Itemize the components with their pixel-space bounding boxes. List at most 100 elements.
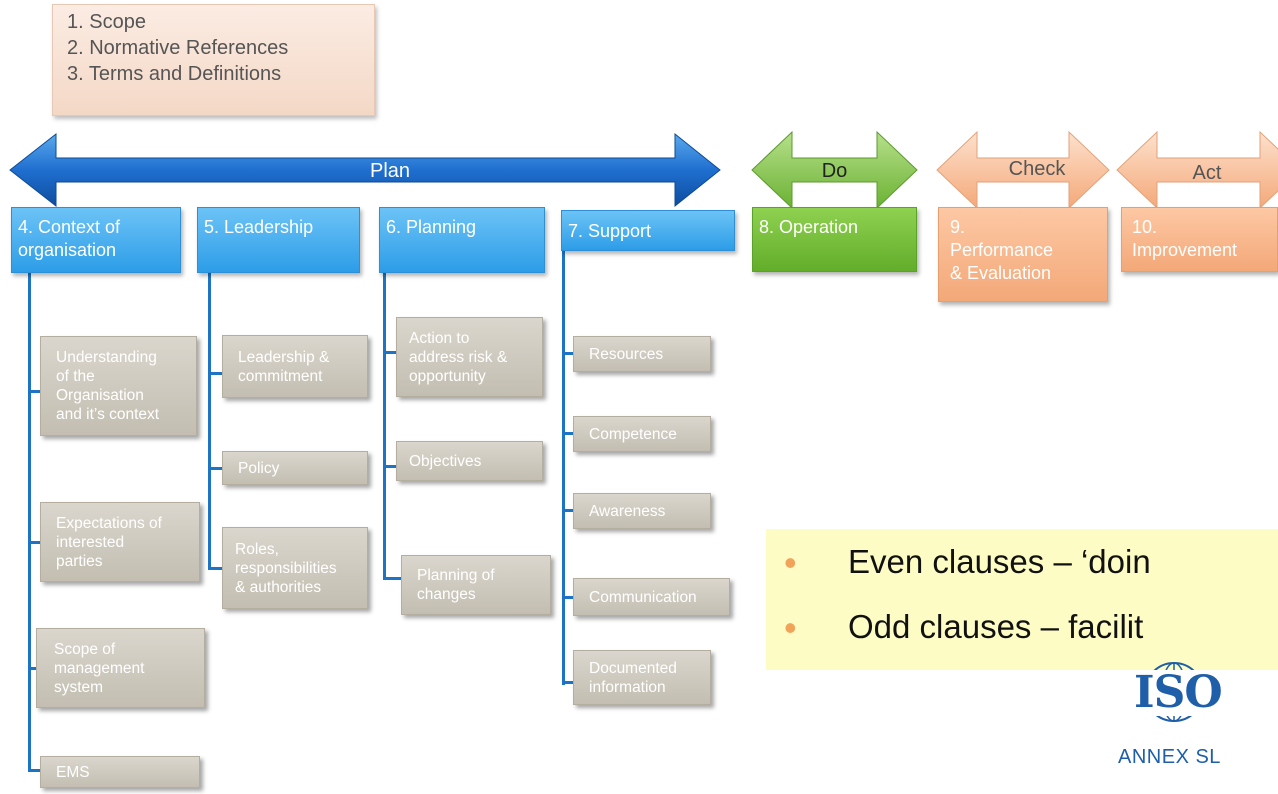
- context-connector-4: [28, 769, 42, 772]
- sub-line: opportunity: [409, 367, 486, 385]
- sub-line: and it’s context: [56, 406, 160, 423]
- bullet-icon: •: [784, 542, 797, 583]
- leadership-connector-2: [208, 467, 224, 470]
- sub-resources: Resources: [573, 336, 711, 372]
- iso-annex-sl-logo: ISO ANNEX SL: [1110, 660, 1240, 772]
- sub-line: Understanding: [56, 349, 157, 366]
- do-arrow-label: Do: [821, 160, 848, 182]
- sub-leadership-commitment: Leadership & commitment: [222, 335, 368, 398]
- sub-line: address risk &: [409, 348, 508, 366]
- sub-line: of the: [56, 368, 95, 385]
- support-connector-1: [562, 352, 574, 355]
- clause-7-label: 7. Support: [568, 221, 652, 241]
- sub-line: Organisation: [56, 387, 144, 404]
- sub-expectations-interested-parties: Expectations of interested parties: [40, 502, 200, 582]
- sub-policy: Policy: [222, 451, 368, 485]
- callout-even-clauses: Even clauses – ‘doin: [848, 543, 1151, 580]
- clause-9-line-3: & Evaluation: [950, 263, 1052, 283]
- sub-roles-responsibilities: Roles, responsibilities & authorities: [222, 527, 368, 609]
- sub-competence: Competence: [573, 416, 711, 452]
- sub-ems: EMS: [40, 756, 200, 788]
- bullet-icon: •: [784, 607, 797, 648]
- sub-line: responsibilities: [235, 559, 337, 577]
- sub-communication: Communication: [573, 578, 730, 616]
- sub-line: parties: [56, 552, 103, 570]
- clause-9-performance-evaluation: 9. Performance & Evaluation: [938, 207, 1108, 302]
- support-connector-5: [562, 681, 574, 684]
- sub-line: Objectives: [409, 453, 482, 470]
- check-arrow-shape: [936, 130, 1110, 210]
- check-arrow-label: Check: [1008, 158, 1066, 180]
- clause-8-label: 8. Operation: [759, 217, 859, 237]
- support-connector-vertical: [562, 251, 565, 685]
- support-connector-3: [562, 509, 574, 512]
- sub-line: Resources: [589, 345, 664, 363]
- sub-line: Expectations of: [56, 514, 162, 532]
- sub-line: Policy: [238, 459, 280, 477]
- leadership-connector-1: [208, 372, 224, 375]
- clause-8-operation: 8. Operation: [752, 207, 917, 272]
- sub-line: EMS: [56, 763, 90, 781]
- plan-arrow-shape: [9, 132, 721, 208]
- sub-understanding-organisation: Understanding of the Organisation and it…: [40, 336, 197, 436]
- sub-line: system: [54, 678, 104, 696]
- do-arrow-shape: [751, 130, 918, 210]
- sub-line: Communication: [589, 588, 697, 606]
- annex-sl-caption: ANNEX SL: [1118, 746, 1221, 768]
- clause-10-improvement: 10. Improvement: [1121, 207, 1278, 272]
- intro-item-normative-references: 2. Normative References: [67, 37, 289, 59]
- sub-line: Planning of: [417, 567, 495, 584]
- clause-9-line-2: Performance: [950, 240, 1054, 260]
- intro-box: 1. Scope 2. Normative References 3. Term…: [52, 4, 375, 116]
- clause-7-support: 7. Support: [561, 210, 735, 251]
- sub-objectives: Objectives: [396, 441, 543, 481]
- leadership-connector-3: [208, 567, 224, 570]
- clause-6-label: 6. Planning: [386, 217, 477, 237]
- context-connector-1: [28, 390, 42, 393]
- sub-documented-information: Documented information: [573, 650, 711, 705]
- clause-6-planning: 6. Planning: [379, 207, 545, 273]
- sub-action-risk-opportunity: Action to address risk & opportunity: [396, 317, 543, 397]
- planning-connector-3: [383, 577, 401, 580]
- sub-line: & authorities: [235, 578, 322, 596]
- context-connector-vertical: [28, 273, 31, 771]
- support-connector-2: [562, 432, 574, 435]
- iso-wordmark: ISO: [1132, 667, 1224, 718]
- sub-planning-of-changes: Planning of changes: [401, 555, 551, 615]
- plan-arrow-label: Plan: [369, 160, 411, 182]
- sub-line: Action to: [409, 329, 470, 347]
- clause-5-label: 5. Leadership: [204, 217, 314, 237]
- clause-4-line-1: 4. Context of: [18, 217, 121, 237]
- sub-line: Leadership &: [238, 348, 330, 366]
- planning-connector-vertical: [383, 273, 386, 580]
- callout-odd-clauses: Odd clauses – facilit: [848, 608, 1144, 645]
- even-odd-callout: • Even clauses – ‘doin • Odd clauses – f…: [766, 529, 1278, 670]
- act-arrow-shape: [1116, 130, 1278, 210]
- sub-line: Scope of: [54, 640, 116, 658]
- clause-4-line-2: organisation: [18, 240, 117, 260]
- sub-awareness: Awareness: [573, 493, 711, 529]
- intro-item-terms-definitions: 3. Terms and Definitions: [67, 63, 282, 85]
- planning-connector-2: [383, 465, 397, 468]
- sub-line: management: [54, 659, 145, 677]
- sub-line: Competence: [589, 425, 677, 443]
- sub-line: Roles,: [235, 540, 279, 558]
- pdca-arrows: [9, 130, 1278, 210]
- clause-4-context-of-organisation: 4. Context of organisation: [11, 207, 181, 273]
- act-arrow-label: Act: [1192, 162, 1222, 184]
- sub-line: commitment: [238, 367, 323, 385]
- context-connector-2: [28, 541, 42, 544]
- planning-connector-1: [383, 351, 397, 354]
- sub-line: information: [589, 678, 666, 696]
- sub-line: Documented: [589, 659, 677, 677]
- context-connector-3: [28, 667, 38, 670]
- leadership-connector-vertical: [208, 273, 211, 570]
- sub-line: interested: [56, 533, 125, 551]
- sub-scope-management-system: Scope of management system: [36, 628, 205, 708]
- intro-item-scope: 1. Scope: [67, 11, 146, 33]
- clause-9-line-1: 9.: [950, 217, 966, 237]
- clause-10-line-2: Improvement: [1132, 240, 1238, 260]
- sub-line: changes: [417, 586, 476, 603]
- clause-5-leadership: 5. Leadership: [197, 207, 360, 273]
- support-connector-4: [562, 596, 574, 599]
